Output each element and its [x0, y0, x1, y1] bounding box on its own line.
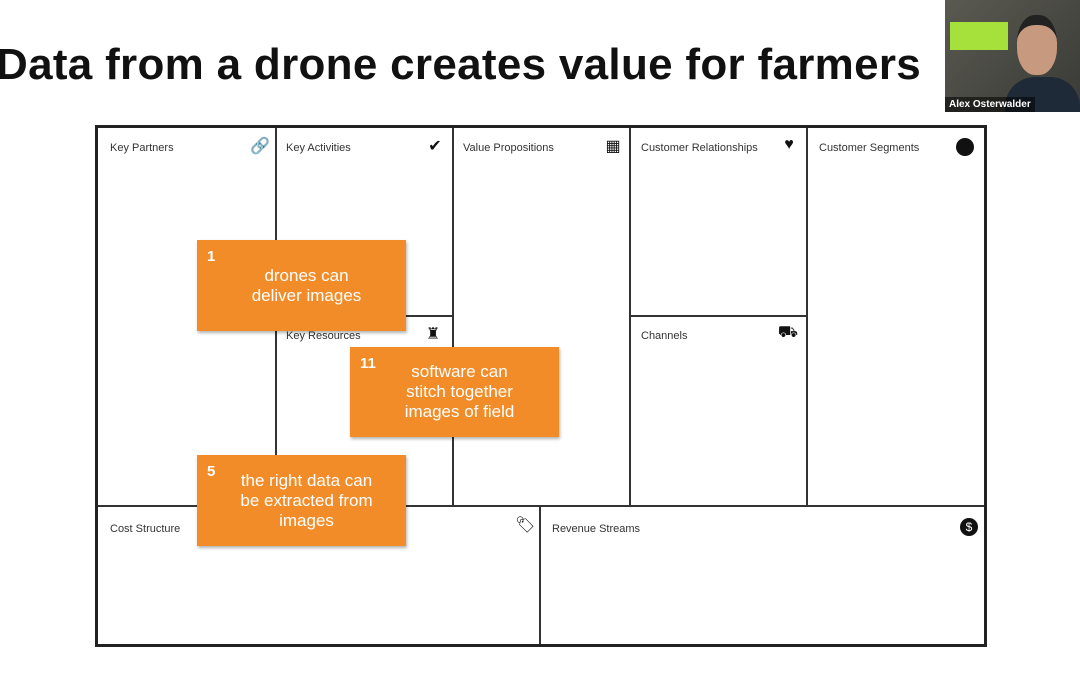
sticky-number: 1	[207, 248, 216, 265]
link-icon: 🔗	[250, 138, 270, 155]
money-bag-icon: $	[960, 518, 978, 536]
sticky-text: software can stitch together images of f…	[404, 362, 515, 421]
sticky-number: 11	[360, 355, 376, 372]
participant-name: Alex Osterwalder	[945, 97, 1035, 112]
sticky-note[interactable]: 1 drones can deliver images	[197, 240, 406, 331]
divider	[629, 315, 808, 317]
business-model-canvas: Key Partners 🔗 Key Activities ✔ Key Reso…	[95, 125, 987, 647]
face-icon	[956, 138, 974, 156]
video-thumbnail[interactable]: Alex Osterwalder	[945, 0, 1080, 112]
tag-icon: 🏷	[515, 517, 536, 534]
divider	[539, 505, 541, 644]
heart-icon: ♥	[784, 136, 794, 153]
wall-board	[950, 22, 1008, 50]
resources-icon: ♜	[425, 326, 441, 343]
key-activities-label: Key Activities	[286, 142, 351, 154]
gift-icon: ▦	[605, 138, 621, 155]
channels-label: Channels	[641, 330, 688, 342]
truck-icon: ⛟	[777, 324, 799, 341]
sticky-text: the right data can be extracted from ima…	[240, 470, 373, 530]
value-propositions-label: Value Propositions	[463, 142, 554, 154]
sticky-number: 5	[207, 463, 216, 480]
slide-title: Data from a drone creates value for farm…	[0, 40, 922, 89]
sticky-note[interactable]: 5 the right data can be extracted from i…	[197, 455, 406, 546]
check-circle-icon: ✔	[428, 138, 442, 155]
revenue-streams-label: Revenue Streams	[552, 523, 641, 535]
cost-structure-label: Cost Structure	[110, 523, 181, 535]
customer-relationships-label: Customer Relationships	[641, 142, 758, 154]
sticky-text: drones can deliver images	[251, 265, 362, 305]
sticky-note[interactable]: 11 software can stitch together images o…	[350, 347, 559, 437]
divider	[98, 505, 984, 507]
customer-segments-label: Customer Segments	[819, 142, 920, 154]
key-resources-label: Key Resources	[286, 330, 361, 342]
key-partners-label: Key Partners	[110, 142, 174, 154]
